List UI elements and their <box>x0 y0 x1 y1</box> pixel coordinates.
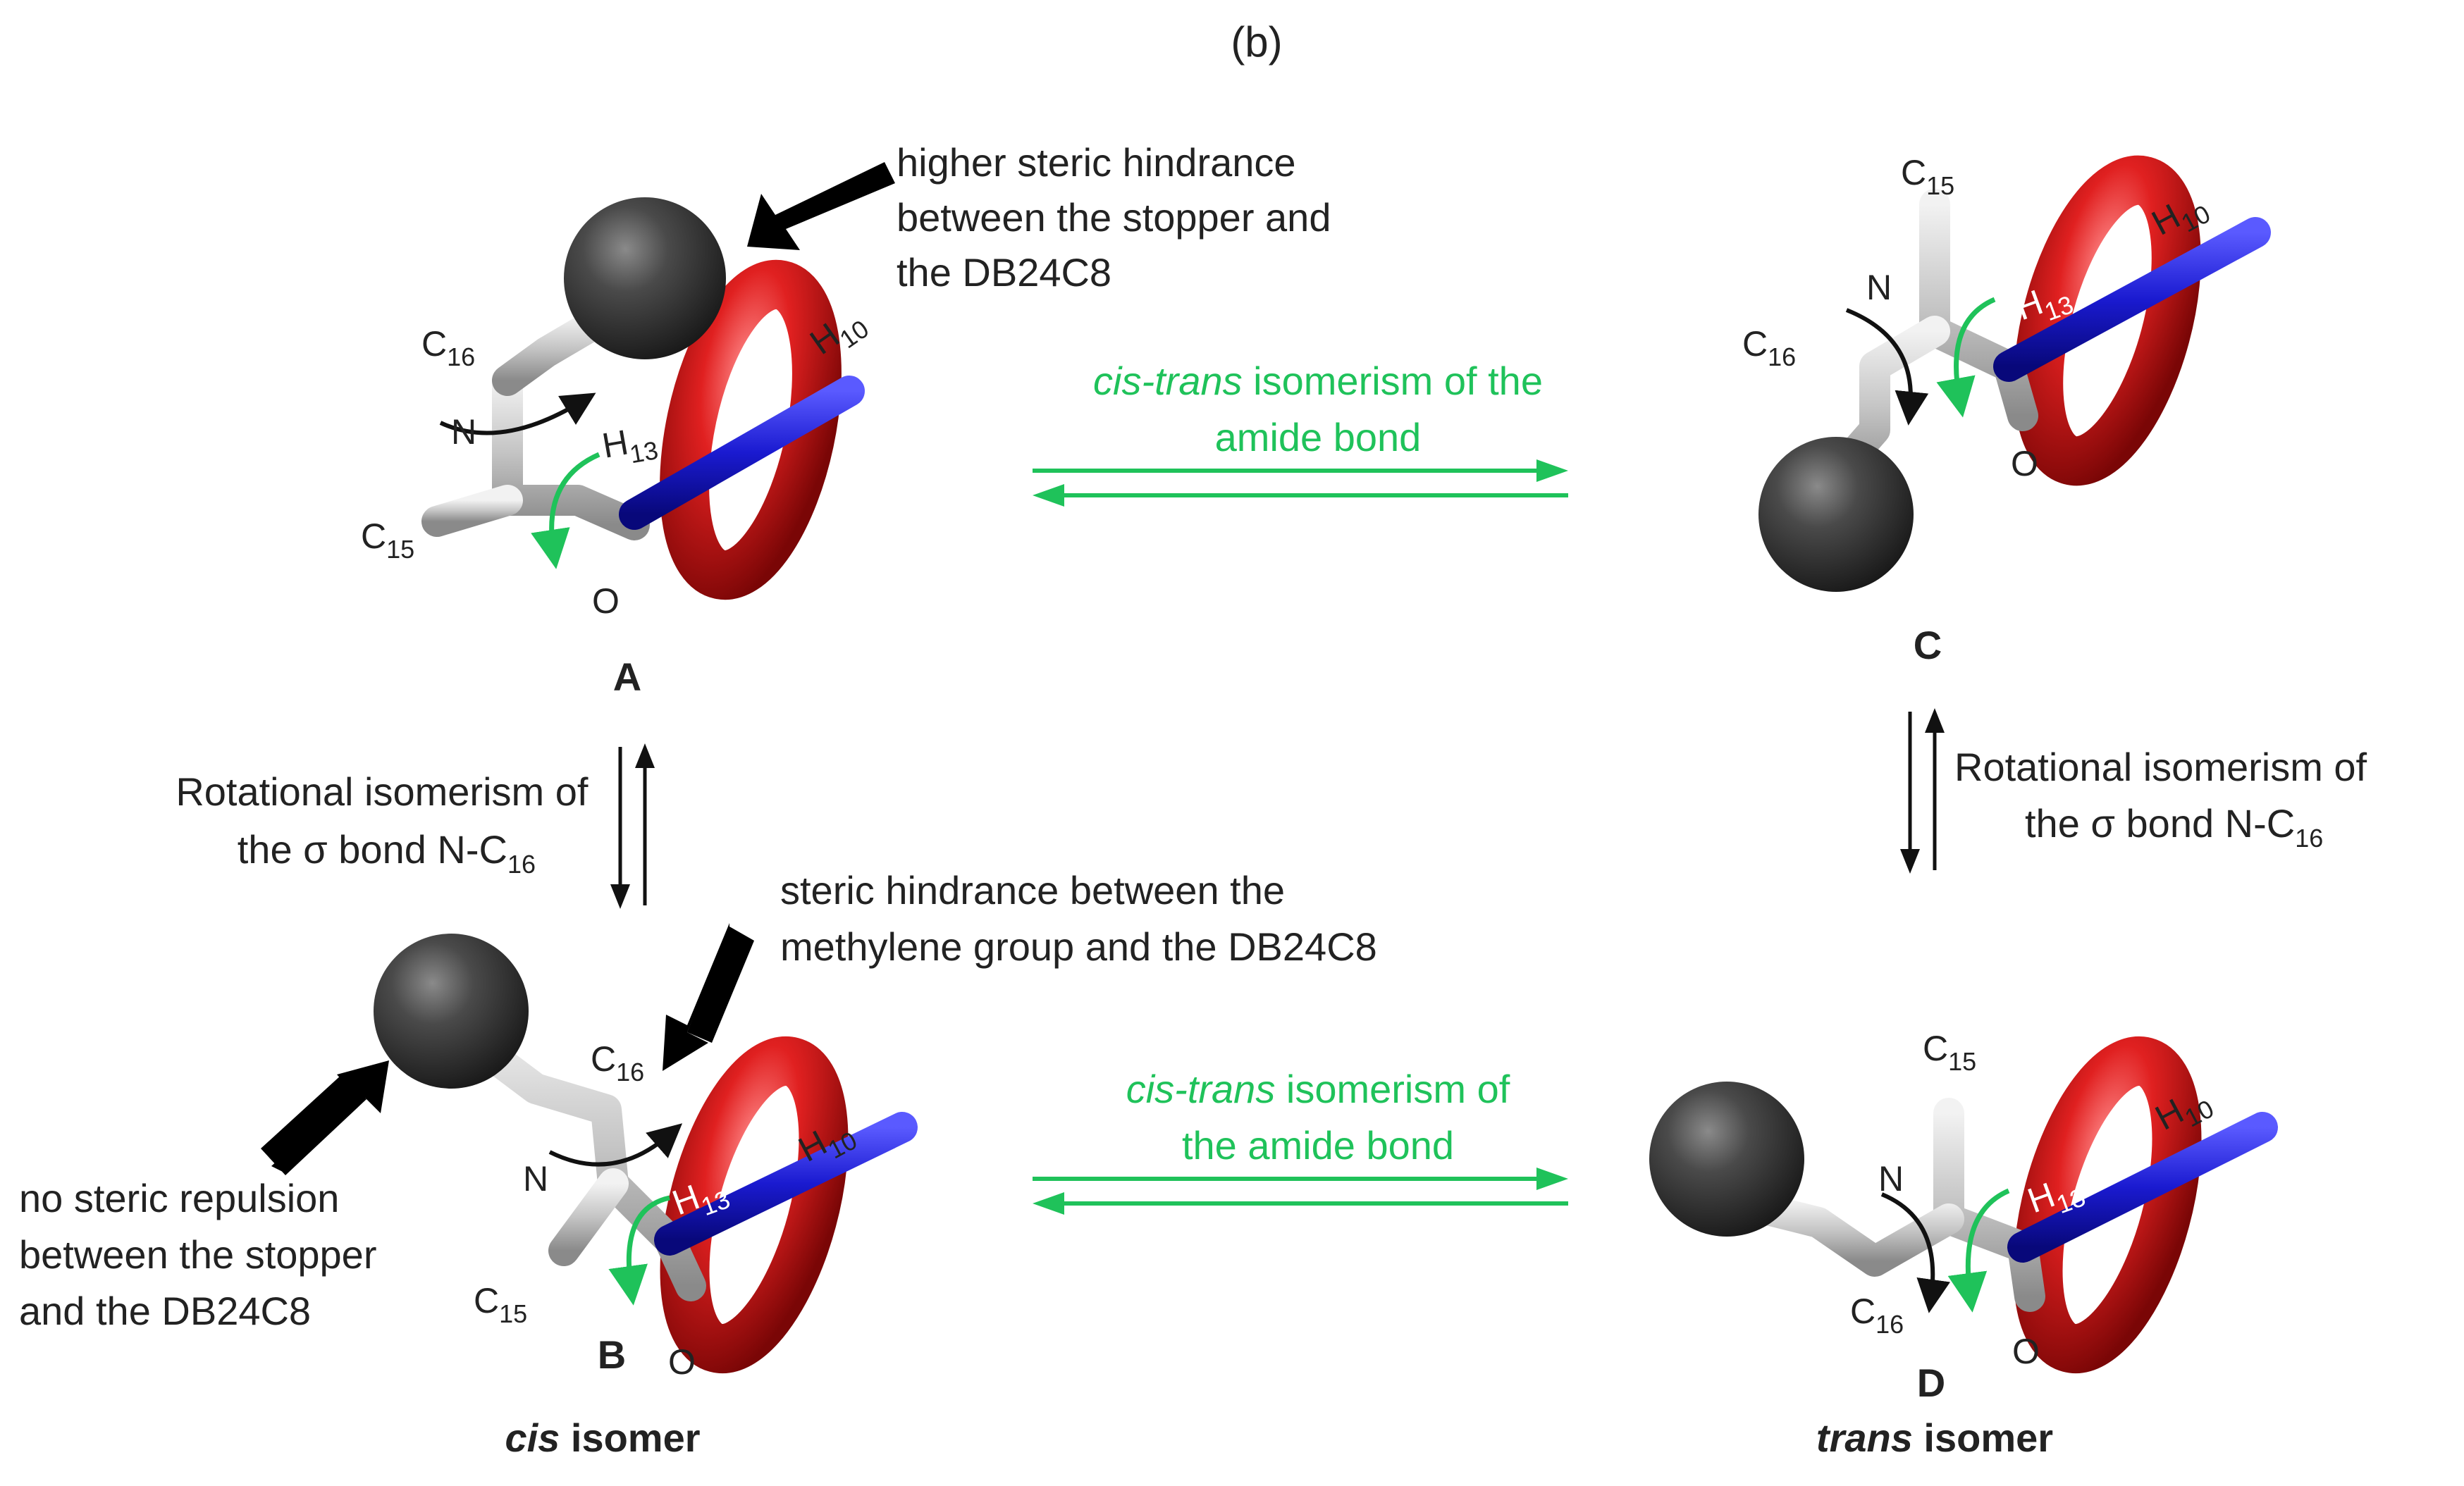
pointer-arrow-a <box>747 162 895 250</box>
eq-bottom-line1: cis-trans isomerism of <box>1126 1067 1510 1111</box>
c15-stick-b <box>548 1168 629 1266</box>
eq-bottom-forward-head <box>1536 1168 1568 1190</box>
caption-trans-isomer: trans isomer <box>1816 1416 2053 1460</box>
pointer-arrow-b-methylene-shaft <box>687 927 754 1043</box>
atom-c16-b: C16 <box>591 1039 644 1086</box>
pointer-arrow-b-stopper-shaft <box>261 1075 366 1175</box>
eq-bottom-line2: the amide bond <box>1182 1123 1454 1168</box>
stopper-d <box>1649 1082 1804 1237</box>
atom-n-c: N <box>1866 268 1892 307</box>
structure-B: C16 N H13 H10 C15 O B cis isomer <box>374 934 918 1460</box>
atom-c16-a: C16 <box>421 324 475 371</box>
atom-n-a: N <box>451 412 476 452</box>
rotation-arrow-black-c <box>1845 308 1929 426</box>
eq-top-line2: amide bond <box>1215 415 1422 459</box>
atom-c15-a: C15 <box>361 516 414 564</box>
note-a-hindrance: higher steric hindrance between the stop… <box>897 140 1342 295</box>
backbone-c <box>1919 189 2038 431</box>
atom-o-a: O <box>592 581 620 621</box>
rotation-arrow-black-d <box>1880 1192 1951 1313</box>
nh-bond-c <box>1993 217 2271 382</box>
atom-n-d: N <box>1878 1159 1904 1199</box>
c15-stick-a <box>421 485 523 537</box>
eq-top-forward-head <box>1536 459 1568 482</box>
label-C: C <box>1914 623 1942 667</box>
atom-o-d: O <box>2012 1332 2040 1371</box>
nh-bond-d <box>2007 1112 2278 1263</box>
caption-cis-isomer: cis isomer <box>505 1416 700 1460</box>
eq-right-text: Rotational isomerism of the σ bond N-C16 <box>1954 745 2378 853</box>
rotation-arrow-black-b <box>548 1123 683 1167</box>
structure-A: C16 N H13 H10 C15 O A <box>361 197 874 699</box>
panel-label: (b) <box>1231 18 1282 66</box>
stopper-c <box>1758 437 1914 592</box>
atom-c15-b: C15 <box>474 1281 527 1328</box>
atom-c15-c: C15 <box>1901 153 1954 200</box>
rotation-arrow-black-a <box>439 392 596 435</box>
atom-o-b: O <box>668 1342 696 1382</box>
nh-bond-a <box>619 376 865 530</box>
atom-n-b: N <box>523 1159 548 1199</box>
structure-D: C15 N H13 H10 C16 O D trans isomer <box>1649 1029 2278 1460</box>
stopper-b <box>374 934 529 1089</box>
ring-a <box>660 259 842 600</box>
ring-d <box>2013 1036 2202 1374</box>
eq-left-down-head <box>610 884 630 909</box>
rotation-arrow-green-d <box>1947 1188 2010 1313</box>
eq-top-line1: cis-trans isomerism of the <box>1093 359 1543 403</box>
eq-right-up-head <box>1925 708 1945 733</box>
structure-C: C15 N C16 H13 H10 O C <box>1742 153 2271 667</box>
rotation-arrow-green-c <box>1936 297 1996 418</box>
backbone-d <box>1933 1098 2045 1312</box>
rotation-arrow-green-a <box>531 452 600 569</box>
label-B: B <box>598 1332 626 1377</box>
note-b-norepulsion: no steric repulsion between the stopper … <box>19 1176 388 1333</box>
backbone-a <box>492 365 650 540</box>
atom-o-c: O <box>2011 444 2038 483</box>
atom-c15-d: C15 <box>1923 1029 1976 1076</box>
eq-left-up-head <box>635 743 655 768</box>
label-D: D <box>1917 1361 1945 1405</box>
ring-b <box>660 1036 849 1374</box>
nh-bond-b <box>654 1112 918 1256</box>
stopper-a <box>564 197 726 359</box>
eq-right-down-head <box>1900 849 1920 874</box>
label-A: A <box>613 655 641 699</box>
atom-c16-d: C16 <box>1850 1292 1904 1339</box>
pointer-arrow-b-methylene <box>663 923 729 1071</box>
note-b-hindrance: steric hindrance between the methylene g… <box>780 868 1377 969</box>
atom-h13-a: H13 <box>599 417 660 473</box>
atom-c16-c: C16 <box>1742 324 1796 371</box>
rotation-arrow-green-b <box>608 1195 670 1306</box>
eq-top-reverse-head <box>1033 484 1064 507</box>
ring-c <box>2014 155 2201 486</box>
eq-left-text: Rotational isomerism of the σ bond N-C16 <box>175 769 599 879</box>
eq-bottom-reverse-head <box>1033 1192 1064 1215</box>
